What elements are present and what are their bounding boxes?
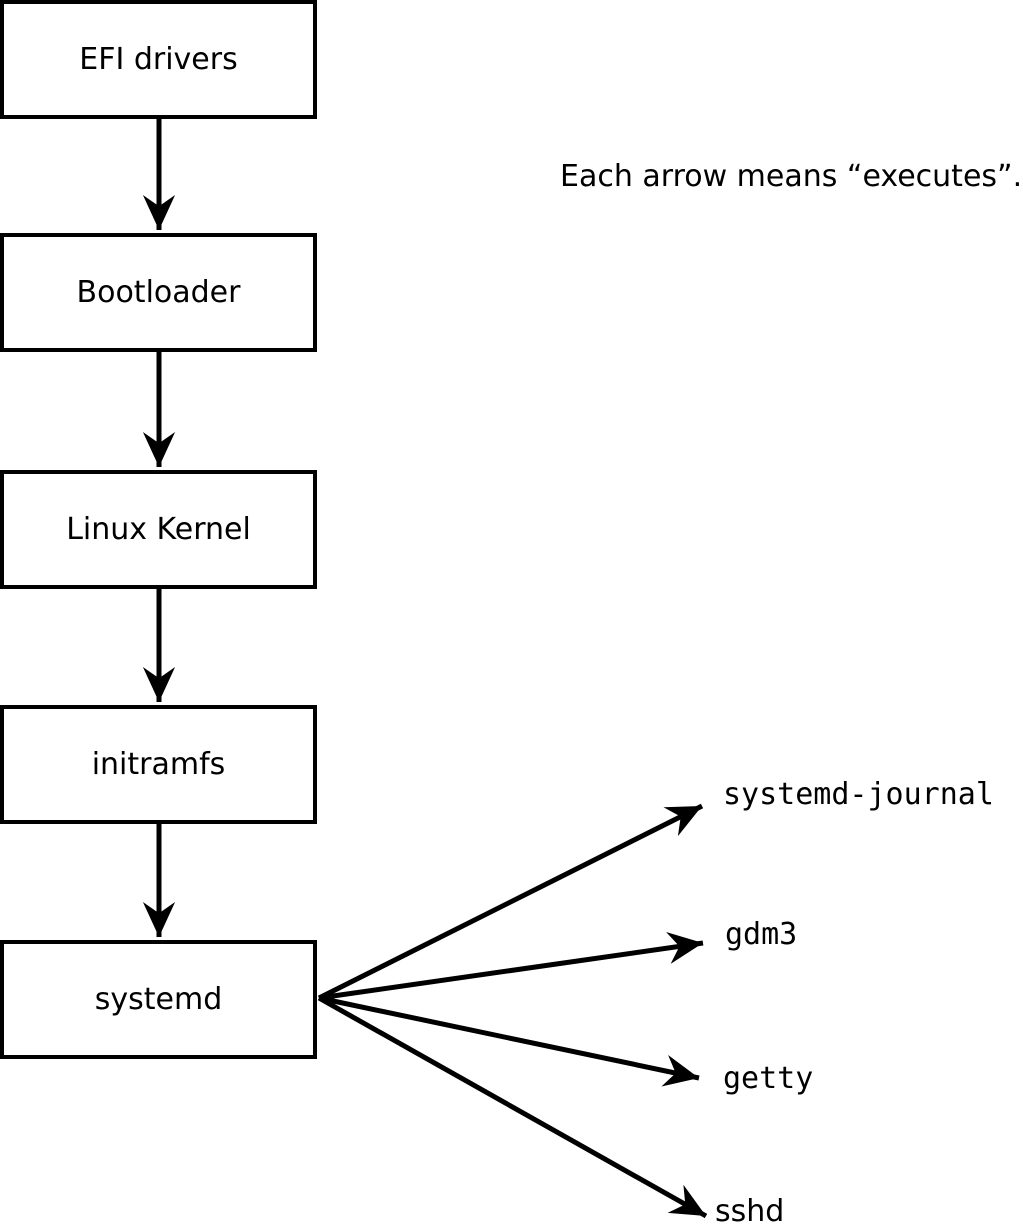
target-label-gdm3: gdm3 bbox=[725, 917, 798, 952]
flow-box-label: systemd bbox=[94, 981, 223, 1017]
flow-box-efi-drivers: EFI drivers bbox=[0, 0, 317, 119]
flow-box-systemd: systemd bbox=[0, 940, 317, 1059]
flow-box-label: Bootloader bbox=[76, 274, 241, 310]
flow-box-label: Linux Kernel bbox=[66, 511, 251, 547]
flow-box-linux-kernel: Linux Kernel bbox=[0, 470, 317, 589]
arrow-systemd-to-getty bbox=[318, 995, 700, 1087]
target-label-systemd-journal: systemd-journal bbox=[723, 777, 994, 812]
arrow-systemd-to-systemd-journal bbox=[317, 803, 704, 1001]
target-label-sshd: sshd bbox=[715, 1194, 785, 1229]
flow-box-initramfs: initramfs bbox=[0, 705, 317, 824]
arrow-systemd-to-sshd bbox=[317, 995, 708, 1219]
target-label-getty: getty bbox=[723, 1061, 814, 1096]
flow-box-label: EFI drivers bbox=[79, 41, 238, 77]
arrow-systemd-to-gdm3 bbox=[318, 932, 704, 1001]
flow-box-label: initramfs bbox=[91, 746, 226, 782]
legend-note: Each arrow means “executes”. bbox=[560, 159, 1023, 194]
flow-box-bootloader: Bootloader bbox=[0, 233, 317, 352]
